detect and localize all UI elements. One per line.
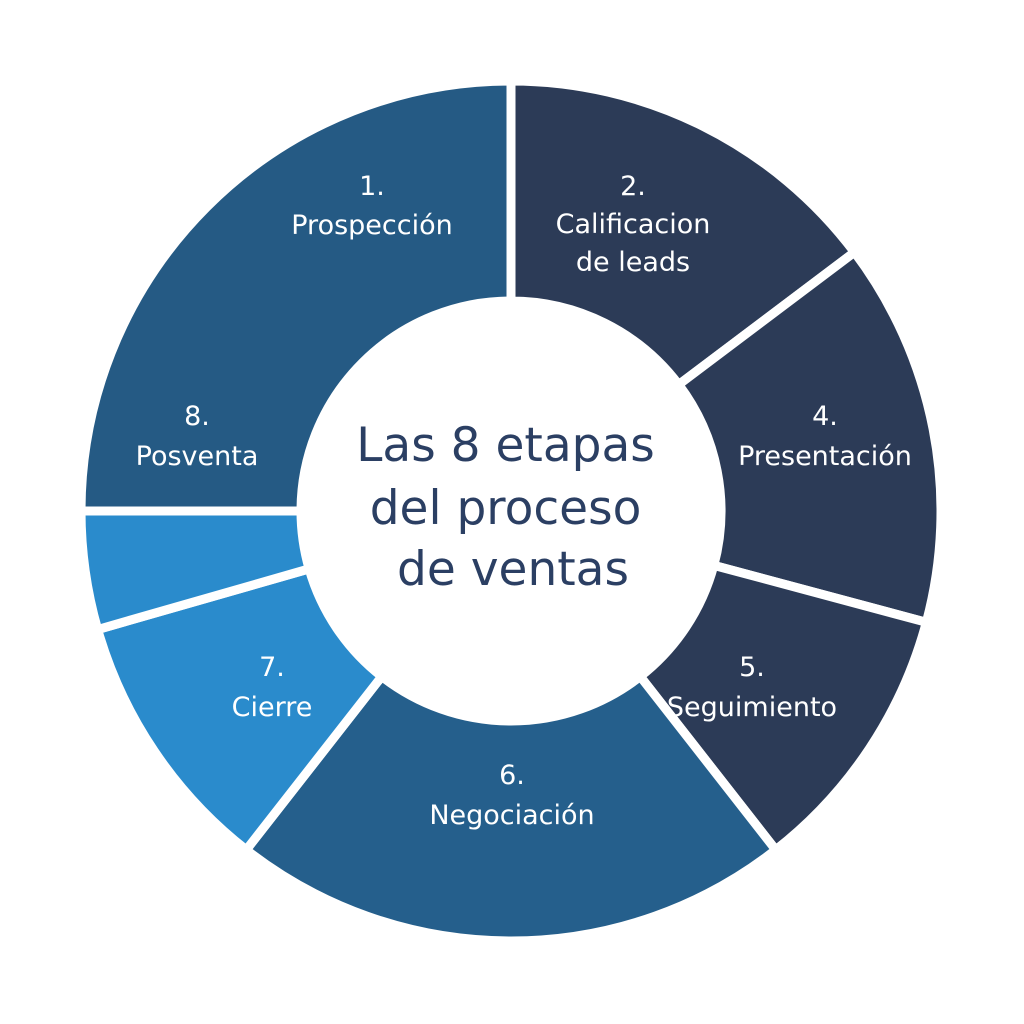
stage-label-2-line-2: de leads: [576, 247, 690, 278]
stage-label-6-line-1: Cierre: [232, 692, 313, 723]
diagram-title-line-2: del proceso: [370, 481, 642, 536]
center-circle: [301, 301, 721, 721]
stage-number-1: 1.: [359, 171, 385, 202]
stage-number-5: 6.: [499, 760, 525, 791]
stage-number-7: 8.: [184, 401, 210, 432]
stage-label-1-line-1: Prospección: [291, 210, 452, 241]
diagram-title: Las 8 etapas del proceso de ventas: [356, 418, 669, 597]
stage-number-6: 7.: [259, 652, 285, 683]
stage-number-2: 2.: [620, 171, 646, 202]
stage-label-7-line-1: Posventa: [136, 441, 259, 472]
diagram-title-line-3: de ventas: [397, 542, 629, 597]
stage-label-4-line-1: Seguimiento: [667, 692, 837, 723]
stage-label-2-line-1: Calificacion: [556, 209, 711, 240]
stage-number-3: 4.: [812, 401, 838, 432]
wheel-labels: 1. Prospección 2. Calificacion de leads 4. Pre…: [136, 171, 912, 831]
wheel-segments: [76, 76, 946, 946]
stage-label-3-line-1: Presentación: [738, 441, 912, 472]
stage-number-4: 5.: [739, 652, 765, 683]
stage-segment-7: [76, 506, 315, 636]
stage-label-5-line-1: Negociación: [429, 800, 594, 831]
diagram-title-line-1: Las 8 etapas: [356, 418, 655, 473]
